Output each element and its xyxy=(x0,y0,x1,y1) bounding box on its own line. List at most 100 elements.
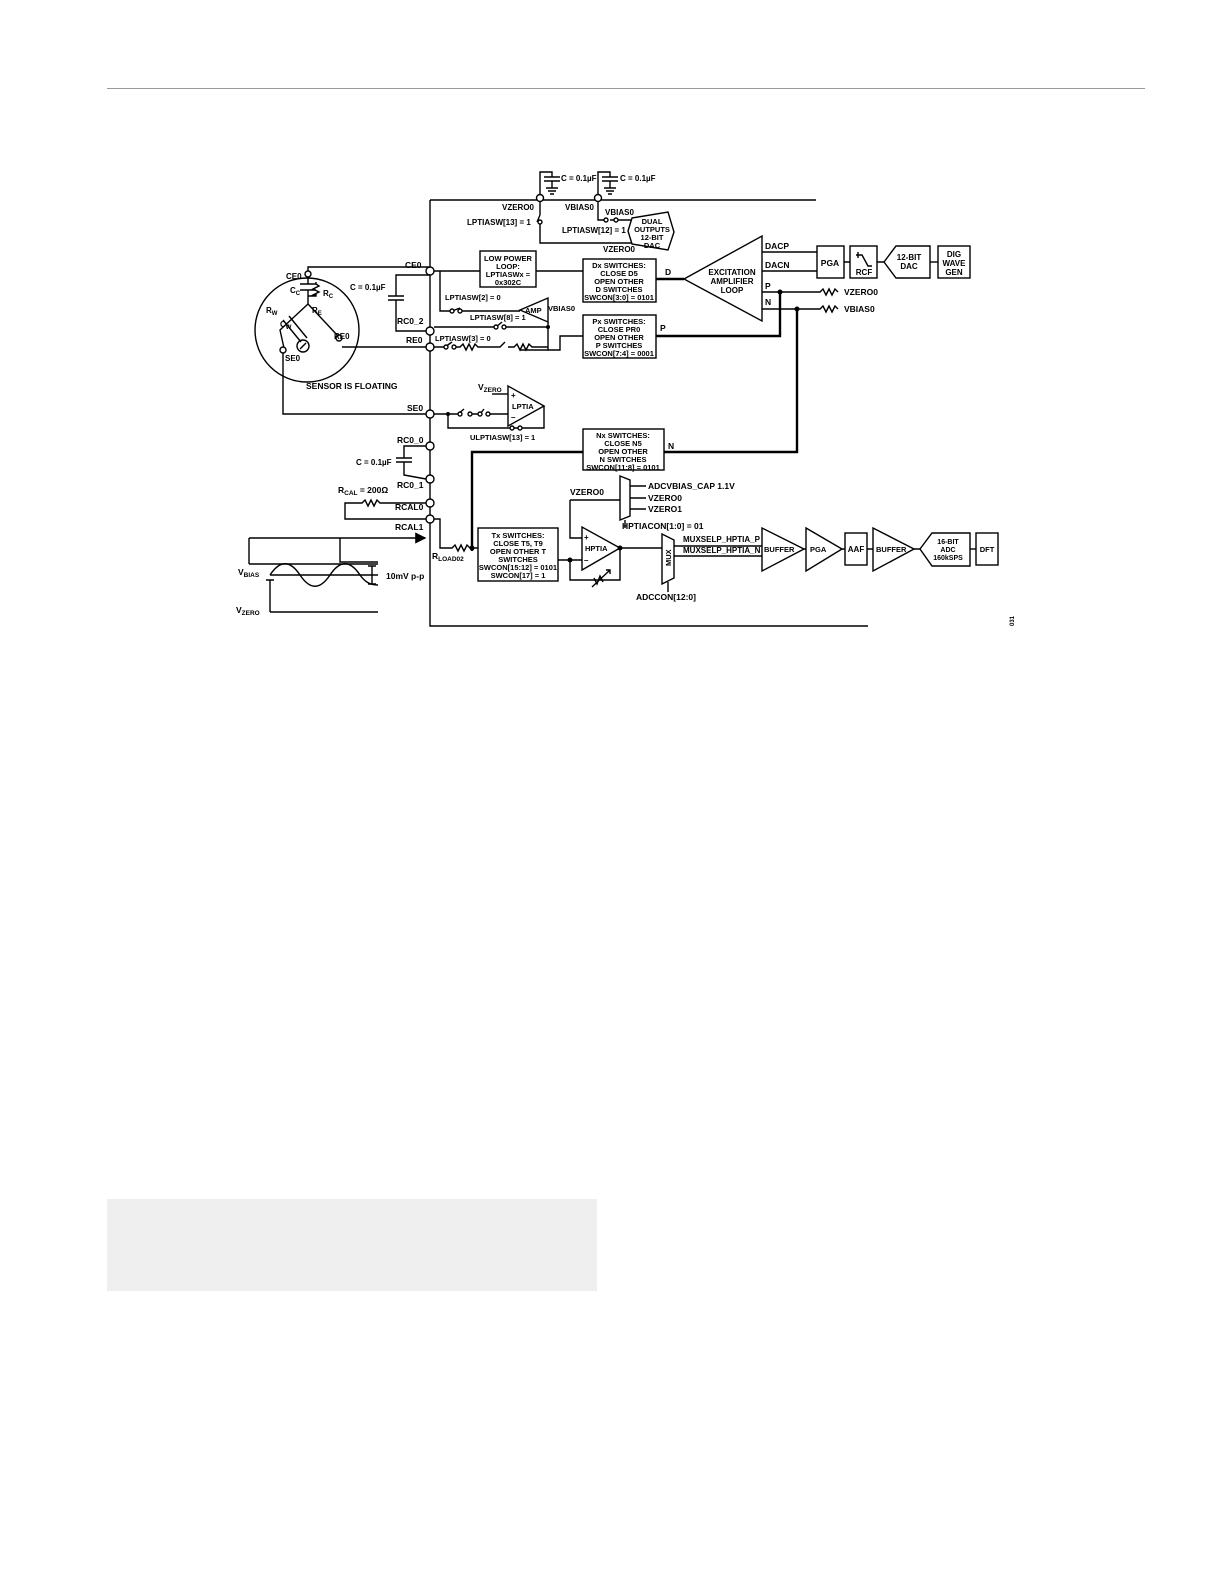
tx-label-5: SWCON[15:12] = 0101 xyxy=(479,563,557,572)
ulptiasw13-label: ULPTIASW[13] = 1 xyxy=(470,433,535,442)
dac-label-2: OUTPUTS xyxy=(634,225,670,234)
vzero0-top-label: VZERO0 xyxy=(502,203,535,212)
tx-label-4: SWITCHES xyxy=(498,555,538,564)
dig-label-2: WAVE xyxy=(943,259,967,268)
re0-sensor-label: RE0 xyxy=(334,332,350,341)
dft-block xyxy=(975,532,999,566)
vzero1-option-label: VZERO1 xyxy=(648,504,682,514)
pga-bottom-label: PGA xyxy=(810,545,827,554)
rload-label: RLOAD02 xyxy=(432,551,464,563)
vbias0-switch-label: VBIAS0 xyxy=(605,208,634,217)
ce0-node xyxy=(425,266,435,276)
muxsel-n-label: MUXSELP_HPTIA_N xyxy=(683,546,761,555)
aaf-label: AAF xyxy=(848,545,865,554)
dig-label-1: DIG xyxy=(947,250,961,259)
d-label: D xyxy=(665,267,671,277)
n-right-label: N xyxy=(765,297,771,307)
sensor-floating-label: SENSOR IS FLOATING xyxy=(306,381,398,391)
dx-label-5: SWCON[3:0] = 0101 xyxy=(584,293,654,302)
vzero-lptia-label: VZERO xyxy=(478,382,502,394)
dx-label-2: CLOSE D5 xyxy=(600,269,638,278)
cap-top1-label: C = 0.1µF xyxy=(561,174,597,183)
dac-label-4: DAC xyxy=(644,241,661,250)
tx-label-3: OPEN OTHER T xyxy=(490,547,547,556)
cap-rc0-label: C = 0.1µF xyxy=(356,458,392,467)
rcal0-label: RCAL0 xyxy=(395,502,424,512)
p-right-label: P xyxy=(765,281,771,291)
dacn-label: DACN xyxy=(765,260,790,270)
main-bus xyxy=(429,200,868,627)
adc-mux xyxy=(661,532,675,586)
dac12-label-2: DAC xyxy=(900,262,918,271)
dac-label-3: 12-BIT xyxy=(641,233,664,242)
figure-id: 031 xyxy=(1010,615,1016,626)
rc0-0-label: RC0_0 xyxy=(397,435,424,445)
hptiacon-label: HPTIACON[1:0] = 01 xyxy=(622,521,704,531)
tx-label-1: Tx SWITCHES: xyxy=(492,531,545,540)
rc0-1-label: RC0_1 xyxy=(397,480,424,490)
cap-rc-label: C = 0.1µF xyxy=(350,283,386,292)
top-cap-1 xyxy=(535,171,560,203)
lptiasw12-label: LPTIASW[12] = 1 xyxy=(562,226,626,235)
vbias0-right-label: VBIAS0 xyxy=(844,304,875,314)
sensor-body xyxy=(254,277,360,383)
re0-node xyxy=(425,342,435,352)
rc0-2-node xyxy=(425,326,435,336)
p-mid-label: P xyxy=(660,323,666,333)
dig-wave-gen-block xyxy=(937,245,971,279)
rcal1-node xyxy=(425,514,435,524)
exc-label-3: LOOP xyxy=(721,286,744,295)
svg-text:–: – xyxy=(511,413,516,422)
lptia-label: LPTIA xyxy=(512,402,534,411)
adccon-label: ADCCON[12:0] xyxy=(636,592,696,602)
dft-label: DFT xyxy=(980,545,995,554)
ppv-label: 10mV p-p xyxy=(386,571,424,581)
dx-label-1: Dx SWITCHES: xyxy=(592,261,646,270)
lpl-label-4: 0x302C xyxy=(495,278,522,287)
vbias0-amp-label: VBIAS0 xyxy=(548,304,575,313)
nx-label-1: Nx SWITCHES: xyxy=(596,431,650,440)
lpl-label-1: LOW POWER xyxy=(484,254,532,263)
muxsel-p-label: MUXSELP_HPTIA_P xyxy=(683,535,761,544)
buffer1-block xyxy=(761,526,806,573)
px-label-2: CLOSE PR0 xyxy=(598,325,641,334)
adc-label-1: 16-BIT xyxy=(937,539,959,546)
rc0-0-node xyxy=(425,441,435,451)
rcal1-label: RCAL1 xyxy=(395,522,424,532)
rc0-2-label: RC0_2 xyxy=(397,316,424,326)
dig-label-3: GEN xyxy=(945,268,963,277)
exc-label-2: AMPLIFIER xyxy=(710,277,753,286)
se0-sensor-label: SE0 xyxy=(285,354,301,363)
nx-switches-block xyxy=(582,428,665,471)
lptiasw8-label: LPTIASW[8] = 1 xyxy=(470,313,526,322)
lptia-amp xyxy=(507,384,546,428)
header-rule xyxy=(107,88,1145,89)
lptiasw2-label: LPTIASW[2] = 0 xyxy=(445,293,501,302)
px-label-1: Px SWITCHES: xyxy=(592,317,645,326)
dx-label-3: OPEN OTHER xyxy=(594,277,644,286)
vzero0-dac-label: VZERO0 xyxy=(603,245,636,254)
excitation-amplifier xyxy=(682,234,763,323)
adcvbias-label: ADCVBIAS_CAP 1.1V xyxy=(648,481,735,491)
lptiasw3-label: LPTIASW[3] = 0 xyxy=(435,334,491,343)
exc-label-1: EXCITATION xyxy=(708,268,755,277)
buffer2-label: BUFFER xyxy=(876,545,907,554)
ce0-node-label: CE0 xyxy=(405,260,422,270)
nx-label-5: SWCON[11:8] = 0101 xyxy=(586,463,660,472)
se0-node-label: SE0 xyxy=(407,403,423,413)
low-power-loop-block xyxy=(479,250,537,288)
tx-label-6: SWCON[17] = 1 xyxy=(491,571,546,580)
svg-text:+: + xyxy=(511,391,516,400)
dac12-label-1: 12-BIT xyxy=(897,253,922,262)
hptia-amp xyxy=(581,525,622,572)
hptia-label: HPTIA xyxy=(585,544,608,553)
lptiasw13-label: LPTIASW[13] = 1 xyxy=(467,218,531,227)
rcal0-node xyxy=(425,498,435,508)
buffer1-label: BUFFER xyxy=(764,545,795,554)
px-switches-block xyxy=(582,314,657,359)
mux-label: MUX xyxy=(664,549,673,566)
dac-label-1: DUAL xyxy=(642,217,663,226)
cw-label: CW xyxy=(280,320,292,331)
nx-label-3: OPEN OTHER xyxy=(598,447,648,456)
dacp-label: DACP xyxy=(765,241,789,251)
